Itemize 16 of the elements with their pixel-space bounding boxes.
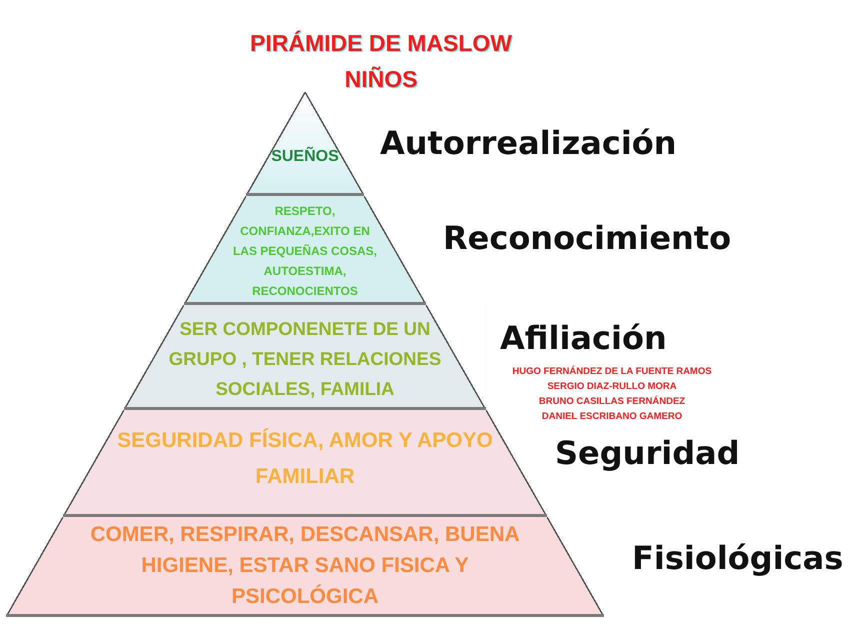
level-name: Fisiológicas (632, 539, 844, 577)
level-name: Autorrealización (380, 124, 677, 162)
tier-text: SEGURIDAD FÍSICA, AMOR Y APOYO FAMILIAR (116, 427, 494, 490)
tier-text: SER COMPONENETE DE UN GRUPO , TENER RELACIONES SOCIALES, FAMILIA (168, 317, 442, 401)
author-name: SERGIO DIAZ-RULLO MORA (546, 381, 678, 393)
tier-text: SUEÑOS (270, 147, 340, 167)
author-name: DANIEL ESCRIBANO GAMERO (540, 411, 684, 423)
tier-text: COMER, RESPIRAR, DESCANSAR, BUENA HIGIENE, ESTAR SANO FISICA Y PSICOLÓGICA (89, 522, 521, 610)
author-name: BRUNO CASILLAS FERNÁNDEZ (538, 396, 686, 408)
level-name: Seguridad (555, 434, 740, 472)
level-name: Afiliación (500, 319, 667, 357)
diagram-title: PIRÁMIDE DE MASLOW NIÑOS (249, 29, 513, 94)
level-name: Reconocimiento (443, 219, 732, 257)
pyramid-tier (124, 305, 486, 410)
tier-text: RESPETO, CONFIANZA,EXITO EN LAS PEQUEÑAS COSAS, AUTOESTIMA, RECONOCIENTOS (232, 203, 378, 300)
author-name: HUGO FERNÁNDEZ DE LA FUENTE RAMOS (511, 366, 713, 378)
